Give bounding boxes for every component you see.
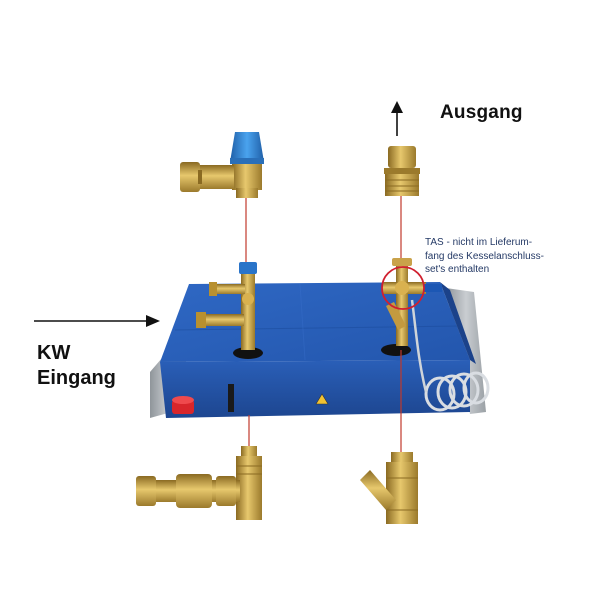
- tas-note-line3: set's enthalten: [425, 264, 490, 275]
- inlet-fitting: [136, 446, 262, 520]
- tas-highlight-circle: [381, 266, 425, 310]
- arrow-up-icon: [391, 101, 403, 136]
- unit-top-face: [160, 282, 470, 362]
- tas-note: TAS - nicht im Lieferum- fang des Kessel…: [425, 236, 544, 277]
- strainer-fitting: [360, 452, 418, 524]
- arrow-right-icon: [34, 315, 160, 327]
- boiler-unit: [150, 282, 490, 418]
- flexible-hose: [410, 299, 490, 412]
- outlet-fitting: [384, 146, 420, 196]
- outlet-label: Ausgang: [440, 102, 523, 123]
- tas-valve-group: [382, 258, 442, 346]
- safety-valve: [180, 132, 264, 198]
- unit-front-face: [160, 360, 470, 418]
- inlet-valve-group: [196, 262, 257, 350]
- tas-note-line1: TAS - nicht im Lieferum-: [425, 237, 533, 248]
- inlet-label-line1: KW: [37, 342, 71, 364]
- inlet-label: KW Eingang: [37, 341, 116, 391]
- warning-sticker: [315, 393, 329, 405]
- inlet-label-line2: Eingang: [37, 367, 116, 389]
- inlet-port: [233, 347, 263, 359]
- red-knob: [172, 400, 194, 414]
- tas-note-line2: fang des Kesselanschluss-: [425, 250, 544, 262]
- connector-lines: [245, 196, 402, 452]
- outlet-port: [381, 344, 411, 356]
